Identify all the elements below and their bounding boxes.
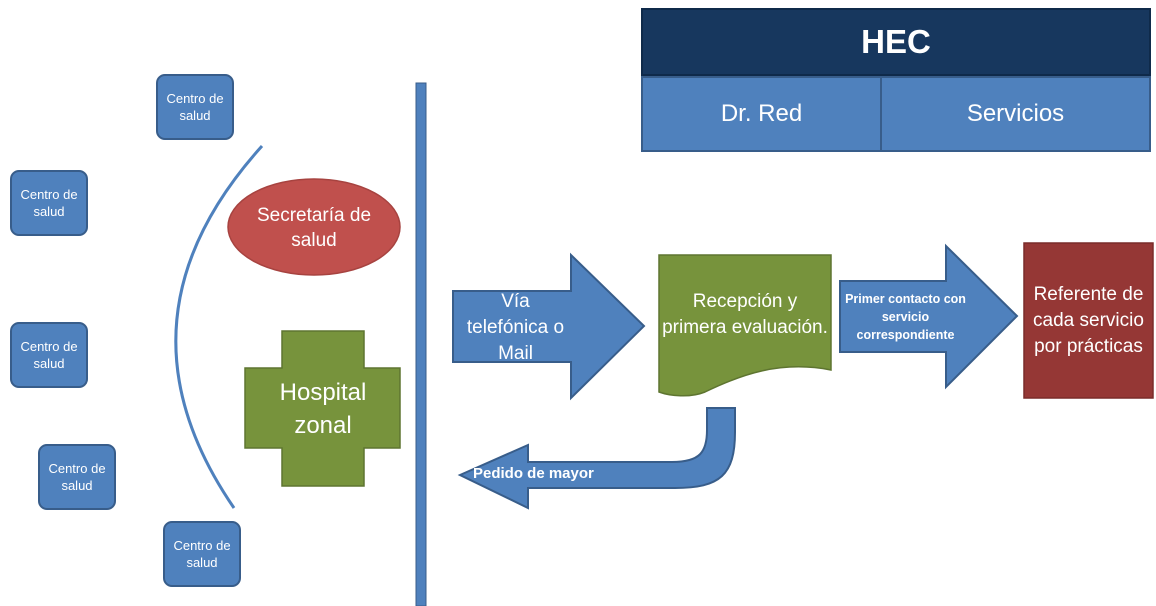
recepcion-label: Recepción y primera evaluación. bbox=[662, 291, 828, 338]
centro-salud-2: Centro de salud bbox=[10, 170, 88, 236]
hec-cell-dr-red: Dr. Red bbox=[641, 76, 882, 152]
hec-title: HEC bbox=[641, 8, 1151, 76]
centro-salud-4: Centro de salud bbox=[38, 444, 116, 510]
referente-box bbox=[1023, 242, 1154, 399]
pedido-arrow bbox=[457, 407, 736, 510]
hospital-cross bbox=[244, 330, 401, 487]
secretaria-ellipse bbox=[227, 178, 401, 276]
referente-label: Referente de cada servicio por prácticas bbox=[1033, 284, 1144, 357]
via-label: Vía telefónica o Mail bbox=[466, 291, 565, 364]
pedido-label: Pedido de mayor bbox=[473, 464, 594, 482]
centro-salud-5: Centro de salud bbox=[163, 521, 241, 587]
network-arc bbox=[174, 144, 264, 509]
hec-cell-servicios: Servicios bbox=[880, 76, 1151, 152]
primer-contacto-arrow bbox=[839, 243, 1019, 390]
centro-salud-1: Centro de salud bbox=[156, 74, 234, 140]
divider-line bbox=[415, 82, 427, 606]
recepcion-document bbox=[658, 254, 832, 397]
centro-salud-3: Centro de salud bbox=[10, 322, 88, 388]
secretaria-label: Secretaría de salud bbox=[256, 205, 372, 251]
via-arrow bbox=[452, 252, 646, 401]
hospital-label: Hospital zonal bbox=[279, 379, 367, 439]
primer-contacto-label: Primer contacto con servicio correspondi… bbox=[845, 292, 966, 342]
